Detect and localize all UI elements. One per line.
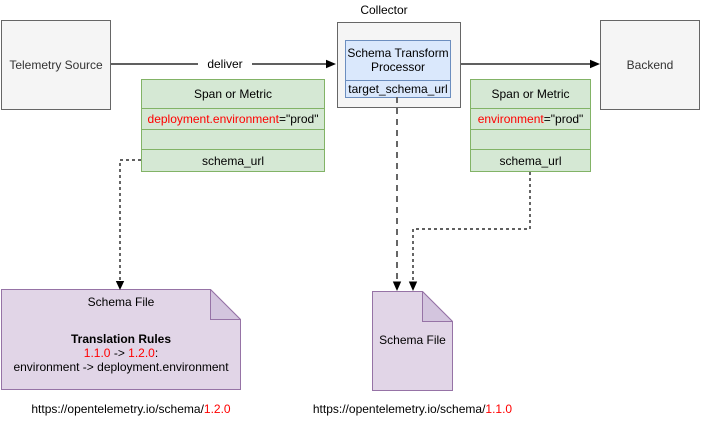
left-schema-url-dashed-edge	[119, 159, 141, 281]
right-schema-url-dashed-edge	[412, 172, 531, 281]
right-dashed-arrowhead	[408, 281, 418, 291]
deliver-arrowhead	[326, 59, 336, 69]
deliver-edge-label: deliver	[198, 57, 252, 71]
url-version: 1.1.0	[485, 402, 513, 416]
table-attribute-row: deployment.environment="prod"	[142, 108, 324, 129]
note-title: Schema File	[87, 295, 155, 309]
table-header: Span or Metric	[193, 87, 273, 101]
url-prefix: https://opentelemetry.io/schema/	[31, 402, 204, 416]
version-arrow: ->	[110, 346, 129, 360]
translation-rules-versions: 1.1.0 -> 1.2.0:	[1, 347, 241, 360]
url-prefix: https://opentelemetry.io/schema/	[312, 402, 486, 416]
table-schema-url-row: schema_url	[471, 149, 590, 171]
note-shape	[372, 291, 453, 391]
version-colon: :	[154, 346, 159, 360]
span-or-metric-table-left: Span or Metric deployment.environment="p…	[141, 79, 325, 172]
table-schema-url-row: schema_url	[142, 149, 324, 171]
collector-backend-arrowhead	[590, 59, 600, 69]
attribute-key: environment	[477, 112, 544, 126]
table-empty-row	[142, 129, 324, 149]
translation-rule: environment -> deployment.environment	[13, 360, 229, 374]
table-header: Span or Metric	[491, 87, 570, 101]
collector-title: Collector	[360, 3, 408, 17]
span-or-metric-table-right: Span or Metric environment="prod" schema…	[470, 79, 591, 172]
backend-label: Backend	[626, 58, 674, 72]
url-version: 1.2.0	[203, 402, 231, 416]
schema-url-middle: https://opentelemetry.io/schema/1.1.0	[302, 402, 523, 416]
telemetry-source-node: Telemetry Source	[1, 20, 111, 110]
schema-transform-processor-node: Schema Transform Processor target_schema…	[345, 40, 451, 98]
from-version: 1.1.0	[83, 346, 111, 360]
table-attribute-row: environment="prod"	[471, 108, 590, 129]
attribute-value: ="prod"	[278, 112, 319, 126]
processor-target-schema-url-field: target_schema_url	[346, 80, 450, 97]
table-empty-row	[471, 129, 590, 149]
backend-node: Backend	[600, 20, 700, 110]
processor-title: Schema Transform Processor	[347, 45, 449, 74]
attribute-value: ="prod"	[543, 112, 584, 126]
schema-file-note-left: Schema File Translation Rules 1.1.0 -> 1…	[1, 289, 241, 390]
telemetry-source-label: Telemetry Source	[9, 58, 103, 72]
schema-file-note-middle: Schema File	[372, 291, 453, 391]
attribute-key: deployment.environment	[147, 112, 279, 126]
schema-url-left: https://opentelemetry.io/schema/1.2.0	[0, 402, 262, 416]
note-title: Schema File	[379, 333, 446, 347]
target-dashed-arrowhead	[392, 281, 402, 291]
note-shape	[1, 289, 241, 390]
translation-rules-heading: Translation Rules	[70, 332, 172, 346]
to-version: 1.2.0	[128, 346, 155, 360]
